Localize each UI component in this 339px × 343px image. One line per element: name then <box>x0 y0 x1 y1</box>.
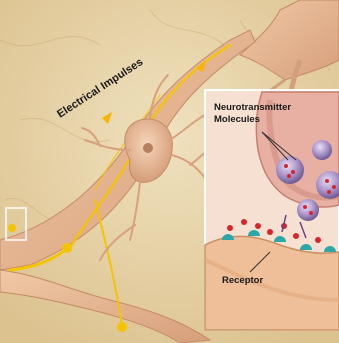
neurotransmitter-label-line1: Neurotransmitter <box>214 102 291 113</box>
vesicle-4 <box>297 199 319 221</box>
nucleus <box>143 143 153 153</box>
vesicle-1 <box>276 156 304 184</box>
neurotransmitter-label-line2: Molecules <box>214 114 260 125</box>
receptor-label: Receptor <box>222 275 263 286</box>
synapse-inset: Neurotransmitter Molecules Receptor <box>205 90 339 330</box>
vesicle-3 <box>312 140 332 160</box>
